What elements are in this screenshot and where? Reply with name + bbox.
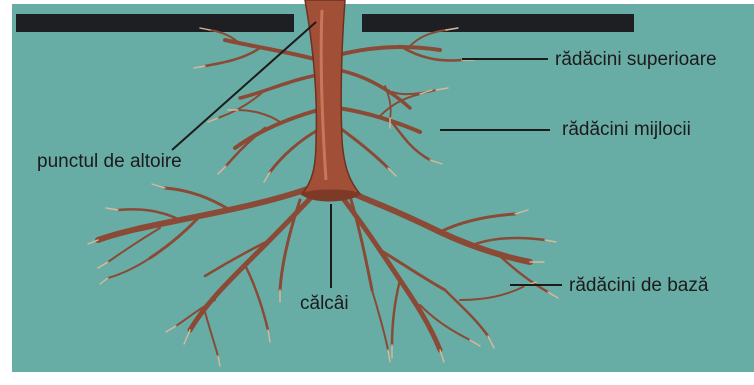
middle-roots-label: rădăcini mijlocii [562,120,691,139]
upper-roots-label: rădăcini superioare [555,50,717,69]
white-bottom-border [0,372,754,385]
ground-bar-left [16,14,294,32]
white-left-border [0,0,12,385]
ground-bar-right [362,14,634,32]
base-roots-label: rădăcini de bază [569,276,708,295]
heel-label: călcâi [300,294,349,313]
graft-point-label: punctul de altoire [37,152,182,171]
white-top-border [0,0,754,4]
